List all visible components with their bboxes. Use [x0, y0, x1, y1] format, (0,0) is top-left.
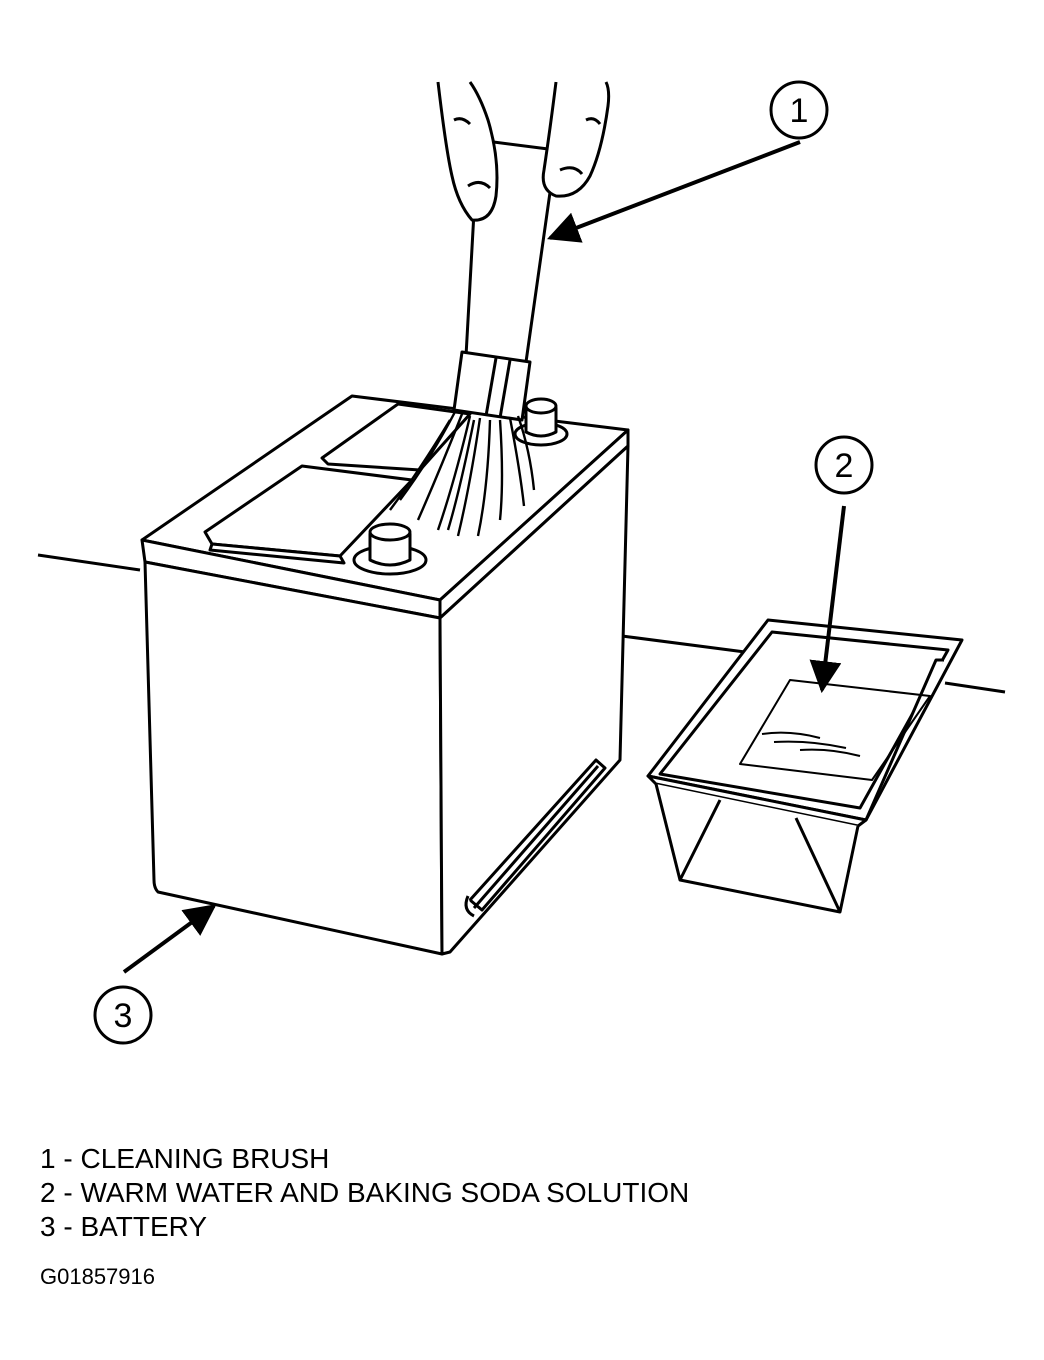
callout-2-number: 2 [835, 447, 854, 485]
legend-number: 1 [40, 1143, 56, 1174]
legend-label: CLEANING BRUSH [80, 1143, 330, 1174]
battery [140, 394, 630, 956]
callout-3-number: 3 [114, 997, 133, 1035]
callout-1: 1 [769, 80, 829, 140]
battery-cleaning-illustration: 1 2 3 [37, 80, 1006, 1045]
callout-arrow-2 [809, 505, 846, 694]
legend-separator: - [63, 1143, 73, 1174]
callout-arrows [122, 140, 846, 974]
legend-separator: - [63, 1177, 73, 1208]
legend-item: 2 - WARM WATER AND BAKING SODA SOLUTION [40, 1176, 689, 1210]
solution-ripple [761, 731, 861, 757]
callout-arrow-3 [122, 904, 217, 974]
callout-1-number: 1 [790, 92, 809, 130]
legend-label: BATTERY [80, 1211, 208, 1242]
solution-tray [646, 618, 964, 914]
legend-number: 3 [40, 1211, 56, 1242]
legend-item: 3 - BATTERY [40, 1210, 689, 1244]
callout-2: 2 [814, 435, 874, 495]
figure-id: G01857916 [40, 1264, 155, 1289]
legend-label: WARM WATER AND BAKING SODA SOLUTION [80, 1177, 690, 1208]
legend: 1 - CLEANING BRUSH 2 - WARM WATER AND BA… [40, 1142, 689, 1244]
legend-number: 2 [40, 1177, 56, 1208]
legend-separator: - [63, 1211, 73, 1242]
cleaning-brush [389, 138, 558, 537]
hand [436, 81, 611, 222]
floor-line [37, 553, 1006, 694]
callout-arrow-1 [547, 140, 801, 243]
callout-3: 3 [93, 985, 153, 1045]
legend-item: 1 - CLEANING BRUSH [40, 1142, 689, 1176]
